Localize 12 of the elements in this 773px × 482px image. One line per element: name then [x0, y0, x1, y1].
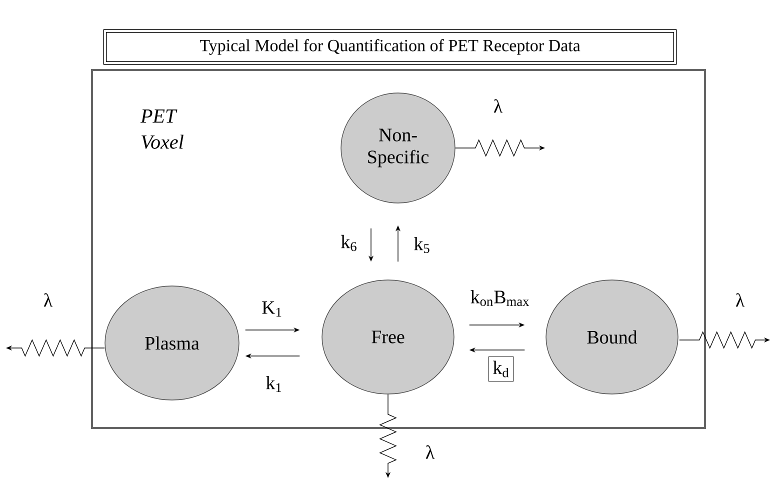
rate-label: λ	[424, 444, 436, 460]
boxed-rate-label: k$_{d}$	[488, 356, 514, 382]
rate-label: k$_{5}$	[412, 236, 432, 254]
rate-label: λ	[42, 292, 54, 308]
rate-label: λ	[492, 98, 504, 114]
rate-label: λ	[734, 292, 746, 308]
rate-label: K$_{1}$	[260, 300, 284, 318]
voxel-label: PET Voxel	[140, 110, 184, 149]
title-box: Typical Model for Quantification of PET Receptor Data	[103, 29, 677, 65]
rate-label: k$_{1}$	[264, 375, 284, 393]
rate-label: k$_{on}$B$_{max}$	[469, 289, 531, 307]
rate-label: k$_{6}$	[340, 234, 358, 252]
